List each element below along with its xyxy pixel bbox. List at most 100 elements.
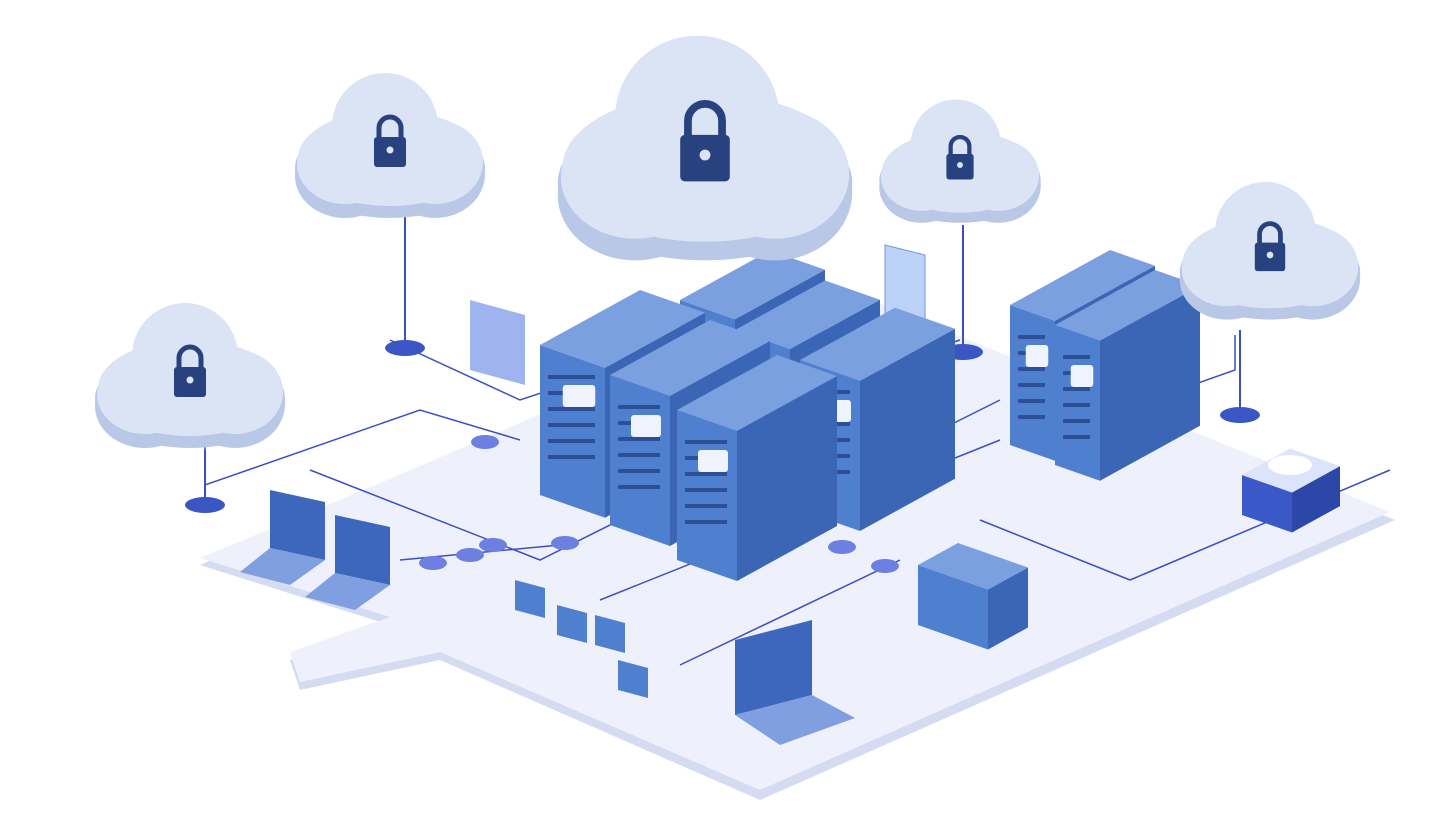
top-face — [735, 280, 880, 350]
side-face — [1100, 285, 1200, 481]
cloud-puff — [132, 303, 238, 409]
padlock-keyhole — [699, 149, 711, 161]
network-node — [471, 435, 499, 449]
monitor-stack — [470, 300, 525, 385]
side-face — [860, 328, 955, 531]
server-vent — [685, 488, 727, 492]
monitor — [557, 605, 587, 643]
top-face — [918, 543, 1028, 590]
server-racks — [540, 250, 1200, 581]
top-face — [610, 320, 770, 396]
padlock-icon — [1254, 221, 1286, 272]
server-vent — [1018, 367, 1045, 371]
side-face — [737, 376, 837, 581]
cloud-puff — [1214, 181, 1316, 283]
laptop-screen — [335, 515, 390, 585]
laptop-screen — [270, 490, 325, 560]
network-node — [828, 540, 856, 554]
server-label — [631, 415, 661, 437]
side-face — [988, 567, 1028, 650]
top-face — [1055, 270, 1200, 341]
network-nodes — [419, 435, 899, 573]
laptop-keyboard — [240, 548, 325, 585]
cloud-icon — [295, 73, 485, 218]
cloud-icon — [879, 99, 1041, 223]
pole-base — [1220, 407, 1260, 423]
server-vent — [1063, 355, 1090, 359]
clouds — [95, 35, 1361, 448]
top-face — [540, 290, 705, 368]
padlock-shackle — [176, 344, 204, 368]
network-node — [479, 538, 507, 552]
front-face — [610, 375, 670, 546]
top-face — [1010, 250, 1155, 321]
devices — [240, 244, 1340, 745]
laptop-screen — [735, 620, 812, 715]
server-vent — [685, 472, 727, 476]
monitor — [595, 615, 625, 653]
side-face — [1292, 466, 1340, 533]
server-vent — [618, 453, 660, 457]
padlock-icon — [946, 134, 974, 180]
network-node — [419, 556, 447, 570]
server-vent — [1063, 419, 1090, 423]
cloud-icon — [95, 303, 285, 448]
padlock-shackle — [948, 134, 972, 155]
cloud-puff — [910, 99, 1001, 190]
server-label — [1070, 365, 1094, 387]
network-node — [456, 548, 484, 562]
server-vent — [1063, 403, 1090, 407]
connection-line — [979, 519, 1131, 581]
server-vent — [618, 469, 660, 473]
padlock-keyhole — [186, 376, 194, 384]
front-face — [677, 410, 737, 581]
server-vent — [1018, 383, 1045, 387]
server-vent — [1018, 399, 1045, 403]
cloud-puff — [332, 73, 438, 179]
pole-base — [185, 497, 225, 513]
cloud-poles — [185, 195, 1260, 513]
front-face — [540, 345, 605, 518]
laptop-keyboard — [735, 695, 855, 745]
server-vent — [618, 405, 660, 409]
padlock-shackle — [376, 114, 404, 138]
server-vent — [548, 439, 595, 443]
front-face — [1010, 305, 1055, 461]
server-vent — [548, 455, 595, 459]
top-face — [677, 355, 837, 431]
server-rack — [677, 355, 837, 581]
server-vent — [548, 375, 595, 379]
padlock-keyhole — [957, 162, 963, 168]
connection-line — [1129, 469, 1391, 581]
padlock-shackle — [684, 99, 726, 137]
network-node — [551, 536, 579, 550]
server-vent — [1018, 415, 1045, 419]
server-vent — [1018, 335, 1045, 339]
server-vent — [1063, 435, 1090, 439]
laptop-keyboard — [305, 573, 390, 610]
server-label — [698, 450, 728, 472]
padlock-keyhole — [1266, 251, 1274, 259]
top-face — [800, 307, 955, 381]
padlock-shackle — [1257, 221, 1283, 244]
top-face — [680, 250, 825, 320]
server-label — [562, 385, 596, 407]
padlock-icon — [680, 99, 730, 182]
monitor — [618, 660, 648, 698]
database-light — [1268, 455, 1312, 475]
connection-line — [679, 559, 901, 666]
pole-base — [385, 340, 425, 356]
hard-drive — [918, 543, 1028, 650]
server-vent — [618, 485, 660, 489]
server-vent — [548, 423, 595, 427]
server-vent — [685, 520, 727, 524]
server-vent — [618, 437, 660, 441]
front-face — [1055, 325, 1100, 481]
network-node — [871, 559, 899, 573]
cloud-icon — [557, 35, 853, 261]
padlock-keyhole — [386, 146, 394, 154]
padlock-icon — [374, 114, 406, 167]
cloud-puff — [615, 35, 780, 200]
front-face — [1242, 475, 1292, 533]
